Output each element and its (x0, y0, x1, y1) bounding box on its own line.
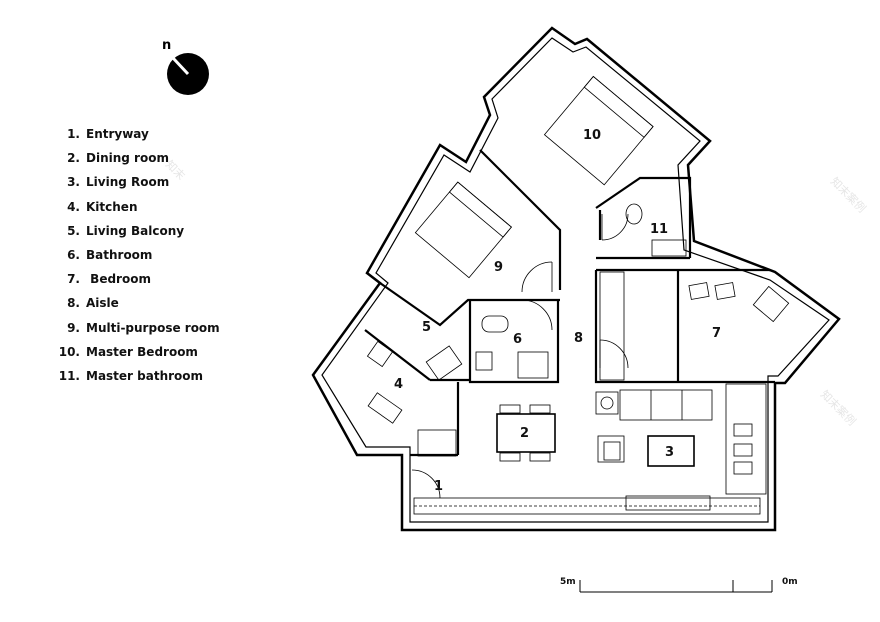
legend-item: 9. Multi-purpose room (58, 316, 220, 340)
legend-number: 3. (67, 175, 80, 190)
legend-item: 5. Living Balcony (58, 219, 220, 243)
legend-number: 6. (67, 248, 80, 263)
legend-item: 4. Kitchen (58, 195, 220, 219)
room-label-3: 3 (665, 445, 674, 460)
legend-number: 11. (58, 369, 80, 384)
legend-number: 1. (67, 127, 80, 141)
room-label-11: 11 (650, 222, 668, 237)
window-strip-bottom (413, 497, 761, 515)
scale-label-right: 0m (782, 577, 798, 587)
legend-number: 7. (67, 272, 80, 287)
doors (411, 213, 629, 499)
north-label: n (162, 38, 172, 53)
scale-label-left: 5m (560, 577, 576, 587)
room-label-5: 5 (422, 320, 431, 335)
legend-label: Entryway (86, 127, 149, 141)
room-label-4: 4 (394, 377, 403, 392)
legend-label: Master Bedroom (86, 344, 198, 359)
legend-label: Living Room (86, 175, 170, 190)
room-label-1: 1 (434, 479, 443, 494)
legend-label: Multi-purpose room (86, 320, 220, 335)
legend-item: 10. Master Bedroom (58, 340, 220, 364)
room-label-2: 2 (520, 426, 529, 441)
legend-number: 4. (67, 199, 80, 214)
legend-number: 10. (58, 344, 80, 359)
room-label-10: 10 (583, 128, 601, 143)
legend-label: Bedroom (86, 272, 151, 287)
legend-label: Aisle (86, 296, 119, 311)
room-label-7: 7 (712, 326, 721, 341)
master-bed (543, 75, 654, 186)
legend-item: 6. Bathroom (58, 243, 220, 267)
multipurpose-bed (414, 181, 512, 279)
furniture (366, 75, 790, 511)
legend-item: 8. Aisle (58, 291, 220, 315)
svg-text:知末案例: 知末案例 (818, 387, 859, 428)
legend-item: 3. Living Room (58, 170, 220, 194)
interior-walls (364, 149, 775, 457)
legend-label: Living Balcony (86, 223, 185, 238)
legend-item: 7. Bedroom (58, 267, 220, 291)
legend-item: 1. Entryway (58, 122, 220, 146)
room-labels: 1 2 3 4 5 6 7 8 9 10 11 (394, 128, 721, 494)
legend-label: Master bathroom (86, 369, 204, 384)
room-legend: 1. Entryway 2. Dining room 3. Living Room 4… (58, 122, 220, 388)
room-label-9: 9 (494, 260, 503, 275)
scale-bar (579, 580, 773, 593)
legend-number: 2. (67, 151, 80, 166)
room-label-6: 6 (513, 332, 522, 347)
svg-text:知末案例: 知末案例 (828, 174, 869, 215)
legend-item: 11. Master bathroom (58, 364, 220, 388)
legend-number: 8. (67, 296, 80, 311)
legend-number: 9. (67, 320, 80, 335)
legend-label: Dining room (86, 151, 169, 166)
legend-item: 2. Dining room (58, 146, 220, 170)
legend-label: Kitchen (86, 199, 138, 214)
legend-label: Bathroom (86, 248, 153, 263)
exterior-walls (311, 26, 841, 532)
room-label-8: 8 (574, 331, 583, 346)
legend-number: 5. (67, 223, 80, 238)
north-compass-icon (167, 53, 209, 95)
